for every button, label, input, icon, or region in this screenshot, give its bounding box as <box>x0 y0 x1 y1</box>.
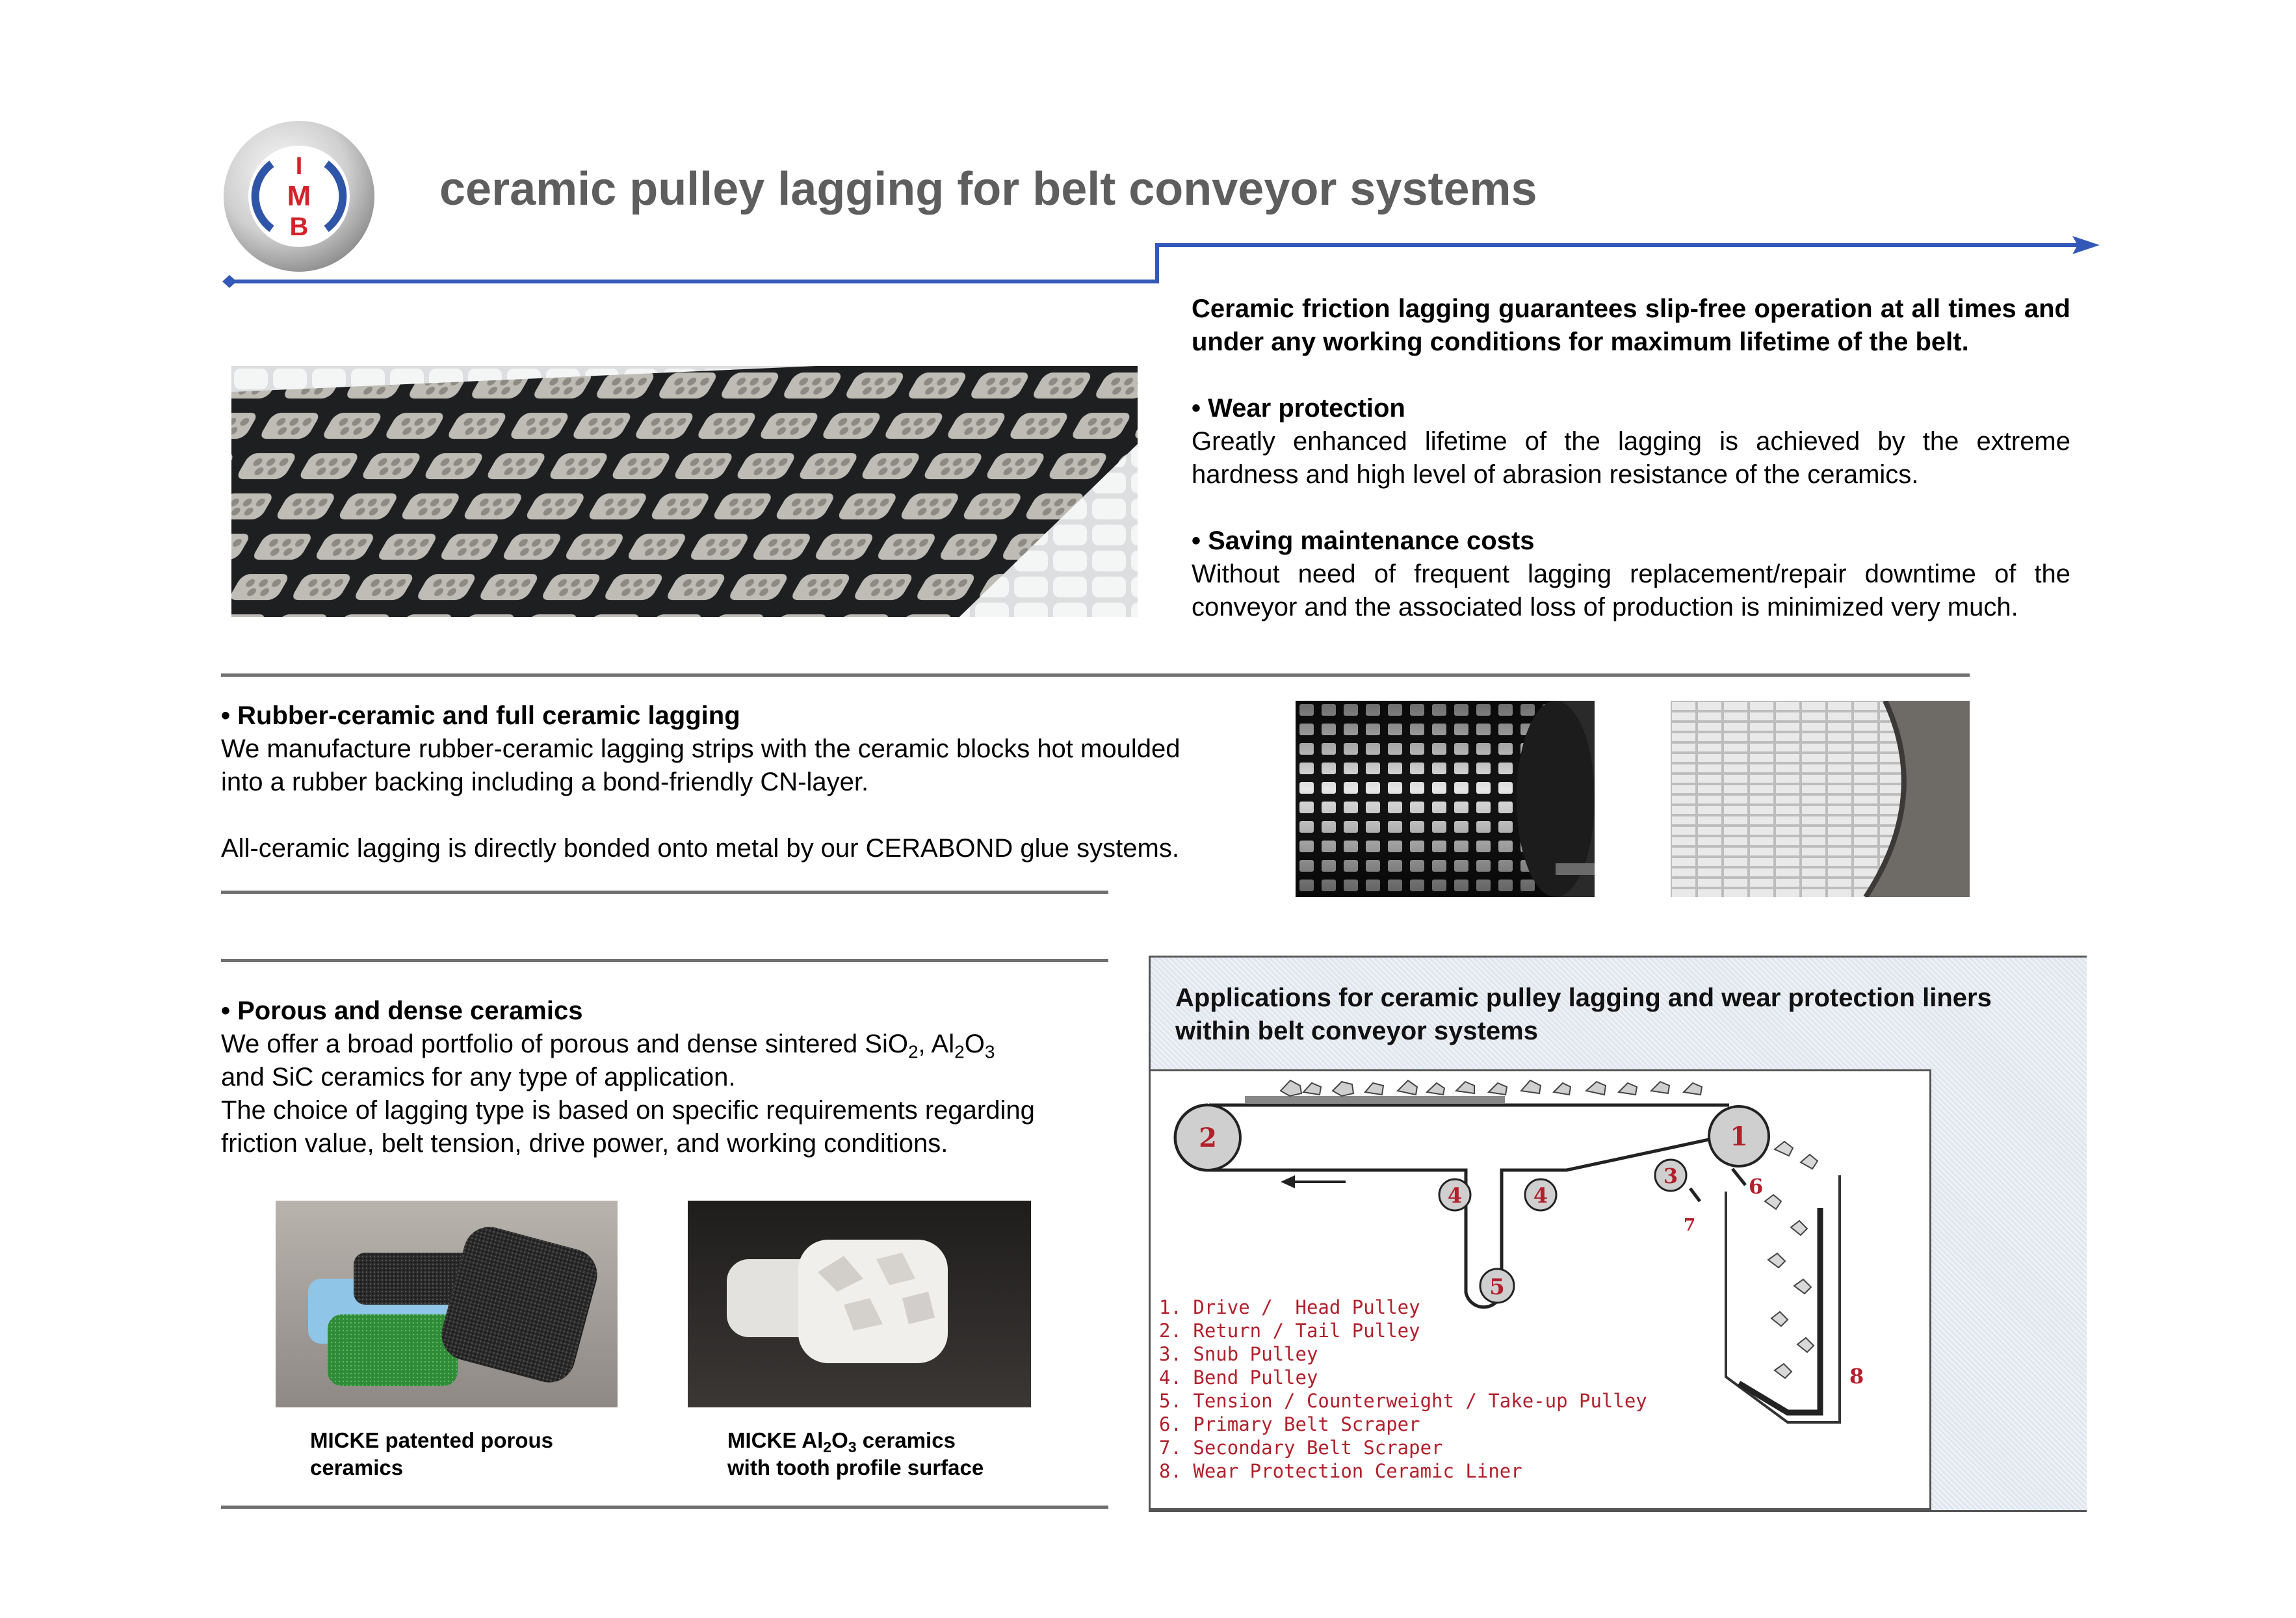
rubber-ceramic-text-1: We manufacture rubber-ceramic lagging st… <box>221 735 1181 763</box>
porous-caption-line-1: MICKE patented porous <box>310 1428 554 1452</box>
al2o3-ceramics-photo <box>688 1201 1031 1407</box>
logo-letter-b: B <box>290 213 309 241</box>
pulley-label-4b: 4 <box>1533 1183 1548 1208</box>
logo-letter-i: I <box>296 153 303 180</box>
pulley-label-5: 5 <box>1489 1274 1505 1300</box>
legend-item-7: 7. Secondary Belt Scraper <box>1159 1437 1443 1459</box>
legend-item-8: 8. Wear Protection Ceramic Liner <box>1159 1460 1522 1482</box>
header-arrow-line <box>222 236 2100 288</box>
divider-1 <box>221 673 1970 677</box>
legend-item-2: 2. Return / Tail Pulley <box>1159 1320 1420 1342</box>
rubber-ceramic-heading: • Rubber-ceramic and full ceramic laggin… <box>221 701 740 730</box>
porous-ceramics-text-1: We offer a broad portfolio of porous and… <box>221 1030 995 1062</box>
wear-protection-heading: • Wear protection <box>1192 394 1405 423</box>
logo-letter-m: M <box>287 180 311 212</box>
porous-ceramics-text-2: and SiC ceramics for any type of applica… <box>221 1063 736 1091</box>
scraper-label-6: 6 <box>1749 1174 1763 1199</box>
intro-lead: Ceramic friction lagging guarantees slip… <box>1192 294 2070 356</box>
scraper-label-7: 7 <box>1684 1216 1695 1235</box>
divider-2 <box>221 891 1108 894</box>
divider-3 <box>221 959 1108 962</box>
pulley-label-2: 2 <box>1199 1123 1217 1153</box>
divider-4 <box>221 1506 1108 1509</box>
porous-ceramics-text-3: The choice of lagging type is based on s… <box>221 1096 1035 1158</box>
porous-ceramics-photo <box>276 1201 618 1407</box>
legend-item-1: 1. Drive / Head Pulley <box>1159 1296 1420 1318</box>
legend-item-3: 3. Snub Pulley <box>1159 1343 1318 1365</box>
al2o3-caption-line-1: MICKE Al2O3 ceramics <box>727 1428 956 1455</box>
full-ceramic-pulley-photo <box>1671 701 1970 897</box>
saving-costs-text: Without need of frequent lagging replace… <box>1192 560 2070 621</box>
liner-label-8: 8 <box>1849 1364 1864 1389</box>
pulley-label-3: 3 <box>1663 1164 1678 1188</box>
al2o3-caption-line-2: with tooth profile surface <box>727 1455 984 1480</box>
company-logo: I M B <box>221 118 377 274</box>
page-title: ceramic pulley lagging for belt conveyor… <box>439 163 1537 215</box>
rubber-ceramic-text-2: into a rubber backing including a bond-f… <box>221 768 869 796</box>
all-ceramic-text: All-ceramic lagging is directly bonded o… <box>221 834 1179 863</box>
legend-item-5: 5. Tension / Counterweight / Take-up Pul… <box>1159 1390 1647 1412</box>
conveyor-diagram: 2 1 3 4 4 5 6 7 8 <box>1149 1069 1931 1510</box>
saving-costs-heading: • Saving maintenance costs <box>1192 527 1535 555</box>
legend-item-6: 6. Primary Belt Scraper <box>1159 1413 1420 1435</box>
porous-caption-line-2: ceramics <box>310 1455 404 1480</box>
diagram-legend: 1. Drive / Head Pulley 2. Return / Tail … <box>1159 1296 1647 1483</box>
porous-ceramics-heading: • Porous and dense ceramics <box>221 997 583 1025</box>
rubber-ceramic-pulley-photo <box>1296 701 1595 897</box>
pulley-label-1: 1 <box>1730 1121 1748 1152</box>
pulley-label-4a: 4 <box>1448 1183 1462 1208</box>
applications-heading: Applications for ceramic pulley lagging … <box>1175 984 1992 1045</box>
lagging-strip-photo <box>231 366 1138 617</box>
wear-protection-text: Greatly enhanced lifetime of the lagging… <box>1192 427 2070 489</box>
legend-item-4: 4. Bend Pulley <box>1159 1366 1318 1389</box>
